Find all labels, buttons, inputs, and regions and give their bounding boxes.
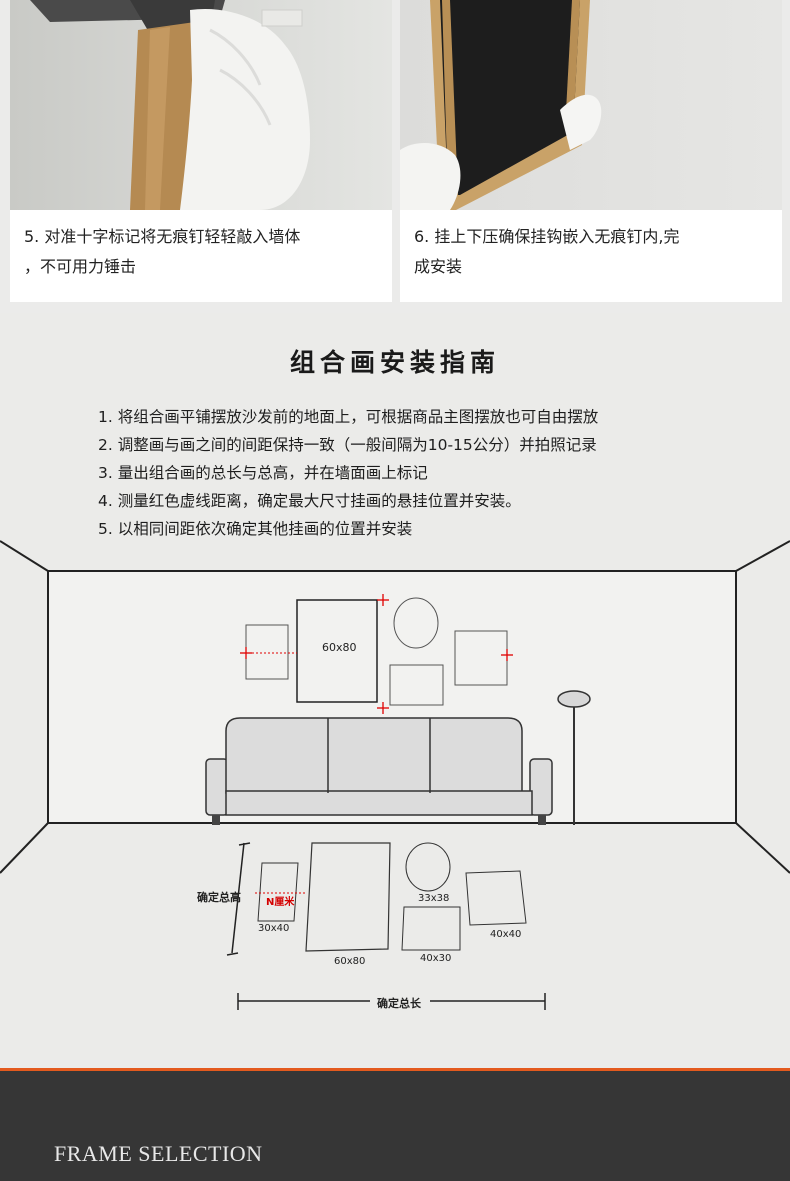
installation-steps: 5. 对准十字标记将无痕钉轻轻敲入墙体 ，不可用力锤击 6. 挂上下压确保挂钩嵌… bbox=[0, 0, 790, 313]
room-diagram: 60x80 确定总高 N厘米 30x40 60x80 33x38 40x30 4… bbox=[0, 313, 790, 1068]
step-5-line-2: ，不可用力锤击 bbox=[24, 257, 137, 276]
step-6-photo-frame bbox=[400, 0, 782, 210]
step-6-card: 6. 挂上下压确保挂钩嵌入无痕钉内,完 成安装 bbox=[400, 0, 782, 302]
frame-selection-banner: FRAME SELECTION bbox=[0, 1068, 790, 1181]
step-5-text: 5. 对准十字标记将无痕钉轻轻敲入墙体 ，不可用力锤击 bbox=[24, 222, 378, 282]
guide-item-2: 2. 调整画与画之间的间距保持一致（一般间隔为10-15公分）并拍照记录 bbox=[98, 436, 597, 454]
wall-frame-size-label: 60x80 bbox=[322, 641, 357, 654]
step-5-photo-hammer bbox=[10, 0, 392, 210]
guide-item-3: 3. 量出组合画的总长与总高，并在墙面画上标记 bbox=[98, 464, 428, 482]
step-5-card: 5. 对准十字标记将无痕钉轻轻敲入墙体 ，不可用力锤击 bbox=[10, 0, 392, 302]
size-60x80-label: 60x80 bbox=[334, 956, 366, 967]
size-33x38-label: 33x38 bbox=[418, 893, 450, 904]
step-6-line-1: 6. 挂上下压确保挂钩嵌入无痕钉内,完 bbox=[414, 227, 680, 246]
total-height-label: 确定总高 bbox=[197, 891, 241, 904]
step-6-line-2: 成安装 bbox=[414, 257, 463, 276]
combination-painting-guide: 60x80 确定总高 N厘米 30x40 60x80 33x38 40x30 4… bbox=[0, 313, 790, 1068]
guide-title: 组合画安装指南 bbox=[289, 348, 500, 377]
guide-instructions: 1. 将组合画平铺摆放沙发前的地面上，可根据商品主图摆放也可自由摆放 2. 调整… bbox=[98, 403, 598, 543]
guide-item-5: 5. 以相同间距依次确定其他挂画的位置并安装 bbox=[98, 520, 413, 538]
n-cm-label: N厘米 bbox=[266, 897, 295, 908]
frame-selection-title: FRAME SELECTION bbox=[54, 1141, 263, 1166]
step-5-line-1: 5. 对准十字标记将无痕钉轻轻敲入墙体 bbox=[24, 227, 301, 246]
size-30x40-label: 30x40 bbox=[258, 923, 290, 934]
total-length-label: 确定总长 bbox=[377, 997, 421, 1010]
guide-item-4: 4. 测量红色虚线距离，确定最大尺寸挂画的悬挂位置并安装。 bbox=[98, 492, 521, 510]
size-40x40-label: 40x40 bbox=[490, 929, 522, 940]
room-diagram-svg bbox=[0, 540, 790, 1010]
guide-item-1: 1. 将组合画平铺摆放沙发前的地面上，可根据商品主图摆放也可自由摆放 bbox=[98, 408, 599, 426]
size-40x30-label: 40x30 bbox=[420, 953, 452, 964]
step-6-text: 6. 挂上下压确保挂钩嵌入无痕钉内,完 成安装 bbox=[414, 222, 768, 282]
